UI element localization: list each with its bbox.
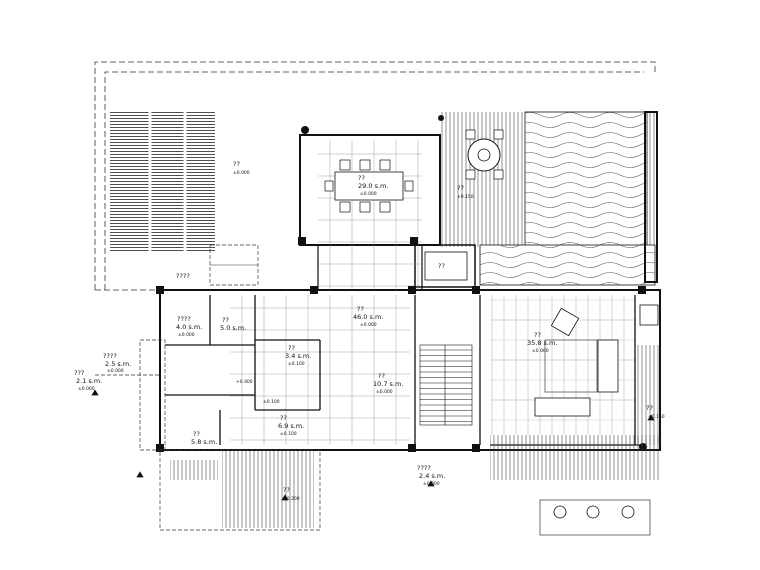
left-annex xyxy=(95,339,166,451)
corridor-elev: ±0.100 xyxy=(280,431,297,437)
room-1-elev: ±0.000 xyxy=(178,332,195,338)
store-area: 5.8 s.m. xyxy=(191,438,217,446)
living-furniture xyxy=(534,304,659,417)
living-name: ?? xyxy=(534,331,541,339)
bath-elev: ±0.100 xyxy=(288,361,305,367)
hall-name: ?? xyxy=(357,305,364,313)
living-elev: ±0.000 xyxy=(532,348,549,354)
room-25-name: ???? xyxy=(103,352,117,360)
kitchen-elev: ±0.000 xyxy=(376,389,393,395)
deck-front-elev: ±0.200 xyxy=(283,496,300,502)
garden-name: ???? xyxy=(176,272,190,280)
terrace-left-elev: ±0.000 xyxy=(233,170,250,176)
terrace-left-name: ?? xyxy=(233,160,240,168)
room-21-name: ??? xyxy=(74,369,84,377)
corridor-name: ?? xyxy=(280,414,287,422)
room-2-name: ?? xyxy=(222,316,229,324)
dining-room: ?? 29.0 s.m. ±0.000 xyxy=(298,134,441,246)
level-markers xyxy=(91,389,655,501)
corridor-area: 6.9 s.m. xyxy=(278,422,304,430)
kitchen-name: ?? xyxy=(378,372,385,380)
bath-name: ?? xyxy=(288,344,295,352)
hall-area: 46.0 s.m. xyxy=(353,313,383,321)
dining-area: 29.0 s.m. xyxy=(358,182,388,190)
living-area: 35.8 s.m. xyxy=(527,339,557,347)
site-boundary xyxy=(94,61,656,291)
mark-b: +0.400 xyxy=(236,379,253,385)
deck-front-name: ?? xyxy=(283,486,290,494)
dining-elev: ±0.000 xyxy=(360,191,377,197)
mark-a: ±0.100 xyxy=(263,399,280,405)
terrace-left: ?? ±0.000 xyxy=(110,112,250,252)
room-25-area: 2.5 s.m. xyxy=(105,360,131,368)
pool-deck-name: ?? xyxy=(457,184,464,192)
front-deck: ?? ±0.200 xyxy=(159,449,321,531)
entry-area: 2.4 s.m. xyxy=(419,472,445,480)
store-name: ?? xyxy=(193,430,200,438)
room-labels: ???? 4.0 s.m. ±0.000 ?? 5.0 s.m. ?? 46.0… xyxy=(74,305,557,487)
room-21-area: 2.1 s.m. xyxy=(76,377,102,385)
hall-elev: ±0.000 xyxy=(360,322,377,328)
kitchen-area: 10.7 s.m. xyxy=(373,380,403,388)
pond: ?? xyxy=(414,244,476,288)
pool-deck: ?? +0.150 xyxy=(440,111,658,286)
room-1-area: 4.0 s.m. xyxy=(176,323,202,331)
dining-name: ?? xyxy=(358,174,365,182)
room-21-elev: ±0.000 xyxy=(78,386,95,392)
balcony-right-elev: +0.150 xyxy=(648,414,665,420)
balcony-right-name: ?? xyxy=(646,404,653,412)
garden: ???? xyxy=(176,244,259,286)
room-1-name: ???? xyxy=(177,315,191,323)
right-deck: ?? +0.150 xyxy=(490,345,665,536)
stair xyxy=(419,344,473,426)
entry-name: ???? xyxy=(417,464,431,472)
pond-name: ?? xyxy=(438,262,445,270)
bath-area: 3.4 s.m. xyxy=(285,352,311,360)
room-25-elev: ±0.000 xyxy=(107,368,124,374)
room-2-area: 5.0 s.m. xyxy=(220,324,246,332)
pool-deck-elev: +0.150 xyxy=(457,194,474,200)
